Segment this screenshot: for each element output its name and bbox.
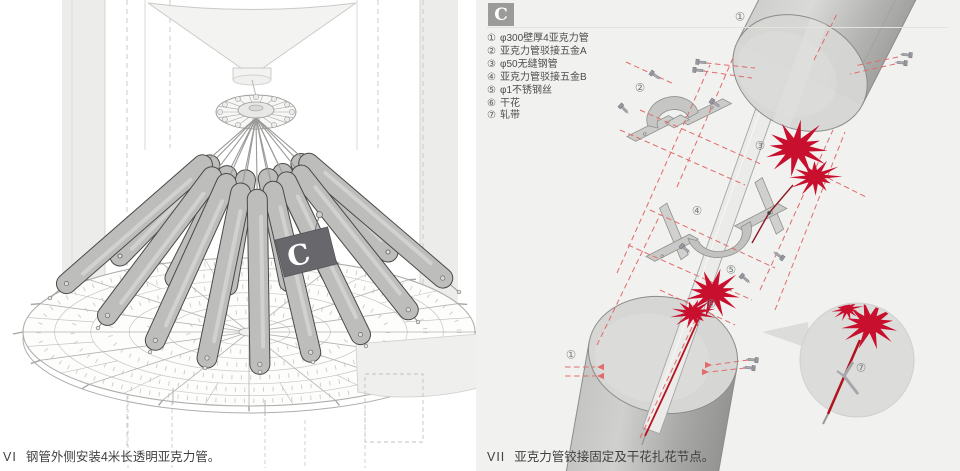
caption-left-text: 钢管外侧安装4米长透明亚克力管。 [25,450,221,464]
acrylic-tube-top [732,0,960,132]
callout-4: ④ [691,205,703,218]
screw-icon [742,365,756,372]
caption-right-text: 亚克力管铰接固定及干花扎花节点。 [514,450,715,464]
screw-icon [695,58,709,65]
callout-1-top: ① [734,11,746,24]
bracket-hardware-b [645,176,788,262]
funnel-cone [147,2,357,86]
screw-icon [648,69,661,80]
caption-right: VII 亚克力管铰接固定及干花扎花节点。 [487,446,714,465]
screw-icon [738,272,751,284]
screw-icon [708,97,721,108]
acrylic-tube-bottom [519,295,739,471]
screw-icon [617,102,629,114]
callout-1-bottom: ① [565,349,577,362]
header-rule [486,27,948,28]
caption-right-numeral: VII [487,450,506,464]
screw-icon [899,52,913,59]
dried-flowers [670,119,843,329]
screws [617,52,913,372]
magnified-flower [831,304,898,350]
flower-stems [641,184,794,446]
bracket-hardware-a [626,96,733,142]
detail-badge: C [274,211,338,278]
screw-icon [678,242,691,254]
alignment-dashes [565,11,899,439]
caption-left: VI 钢管外侧安装4米长透明亚克力管。 [3,446,220,465]
callout-2: ② [634,82,646,95]
screw-icon [692,66,706,73]
pedestal [127,333,479,468]
magnifier-balloon [762,302,915,425]
left-diagram: C [12,0,480,468]
detail-label-badge: C [488,3,514,26]
callout-7: ⑦ [855,362,867,375]
caption-left-numeral: VI [3,450,17,464]
right-diagram [519,0,960,471]
callout-5: ⑤ [725,264,737,277]
screw-icon [773,251,786,262]
callout-6: ⑥ [705,298,717,311]
screw-icon [894,60,908,67]
screw-icon [745,357,759,364]
callout-3: ③ [754,140,766,153]
